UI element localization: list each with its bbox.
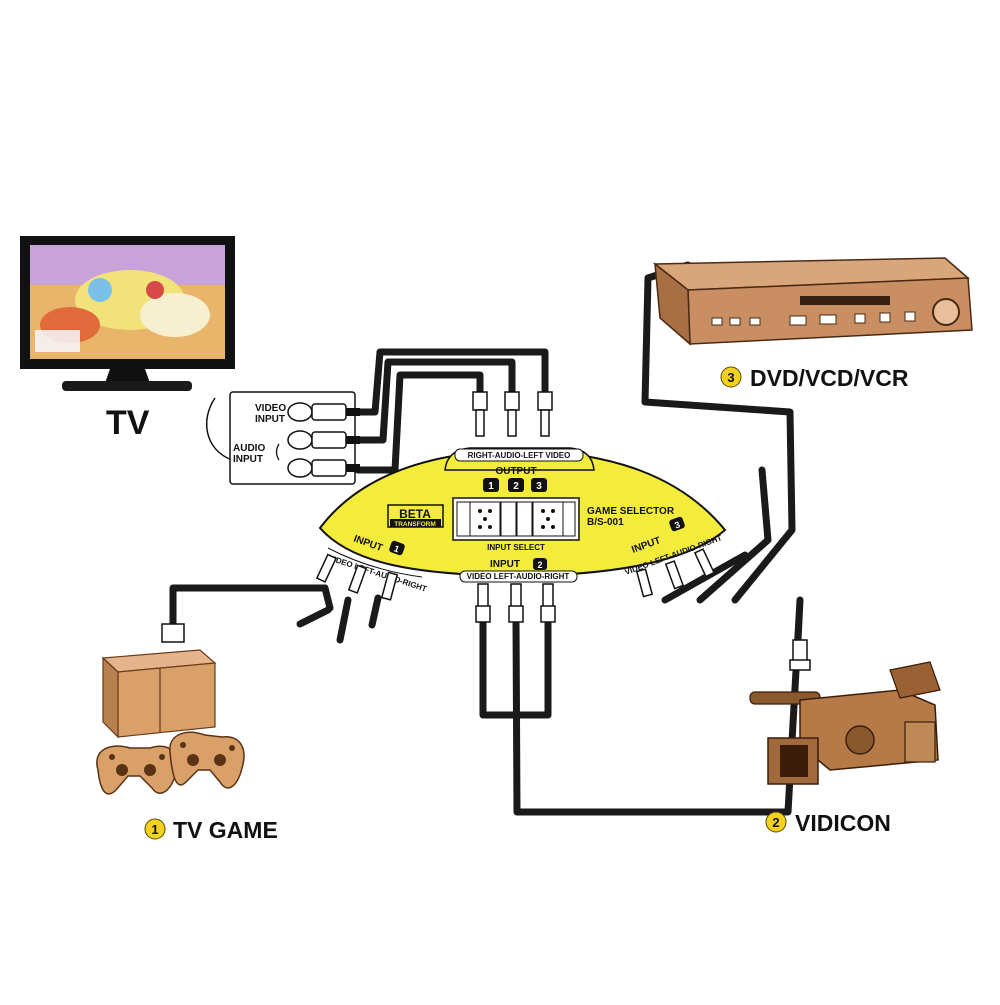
vidicon-camera xyxy=(749,639,941,785)
button-2-label: 2 xyxy=(513,481,519,492)
tv-game-console xyxy=(96,623,245,795)
dvd-label-text: DVD/VCD/VCR xyxy=(750,365,909,391)
tv-device xyxy=(20,236,235,391)
video-input-label-2: INPUT xyxy=(255,414,285,425)
cable-dvd-2 xyxy=(696,466,772,604)
input-3-num: 3 xyxy=(673,519,681,530)
tv-stand xyxy=(105,369,150,383)
output-label: OUTPUT xyxy=(495,466,536,477)
cable-dvd-1 xyxy=(641,261,796,604)
input-2-num: 2 xyxy=(537,560,542,570)
vidicon-number: 2 xyxy=(772,815,779,830)
controller-right xyxy=(169,731,245,789)
input-2-text: INPUT xyxy=(490,559,520,570)
cables xyxy=(169,261,804,816)
video-input-label-1: VIDEO xyxy=(255,403,286,414)
cable-output-right xyxy=(354,348,549,416)
output-ports-label: RIGHT-AUDIO-LEFT VIDEO xyxy=(468,451,571,460)
model-line-1: GAME SELECTOR xyxy=(587,506,675,517)
input-2-label: INPUT 2 VIDEO LEFT-AUDIO-RIGHT xyxy=(459,558,578,583)
vidicon-label: 2 VIDICON xyxy=(765,810,891,836)
input-2-ports: VIDEO LEFT-AUDIO-RIGHT xyxy=(467,572,570,581)
cable-dvd-3 xyxy=(661,551,749,604)
brand-name: BETA xyxy=(399,507,431,521)
audio-input-label-2: INPUT xyxy=(233,454,263,465)
cable-vidicon-3 xyxy=(512,596,804,816)
selector-number-buttons: 1 2 3 xyxy=(483,478,547,492)
tv-label: TV xyxy=(106,404,150,442)
cable-game-4 xyxy=(368,594,382,629)
rca-jack-audio-2 xyxy=(287,458,313,478)
cable-output-left xyxy=(354,358,516,444)
input-2-plugs xyxy=(475,583,556,623)
cable-game-1 xyxy=(169,584,334,629)
audio-input-label-1: AUDIO xyxy=(233,443,265,454)
button-1-label: 1 xyxy=(488,481,494,492)
dvd-device xyxy=(652,257,973,346)
input-1-num: 1 xyxy=(393,543,401,554)
cable-vidicon xyxy=(479,616,519,719)
cable-game-3 xyxy=(336,596,352,644)
vidicon-label-text: VIDICON xyxy=(795,810,891,836)
model-line-2: B/S-001 xyxy=(587,517,624,528)
dvd-number: 3 xyxy=(727,370,734,385)
tv-game-label-text: TV GAME xyxy=(173,817,278,843)
button-3-label: 3 xyxy=(536,481,542,492)
input-1-plugs xyxy=(315,553,399,601)
input-select-switch[interactable] xyxy=(452,497,580,541)
game-selector: RIGHT-AUDIO-LEFT VIDEO OUTPUT 1 2 3 INP xyxy=(315,391,727,623)
cable-game-2 xyxy=(296,606,332,628)
rca-jack-video xyxy=(287,402,313,422)
cable-vidicon-2 xyxy=(513,616,552,719)
output-connectors xyxy=(472,391,553,437)
rca-jack-audio-1 xyxy=(287,430,313,450)
tv-game-number: 1 xyxy=(151,822,158,837)
dvd-label: 3 DVD/VCD/VCR xyxy=(720,365,909,391)
brand-logo: BETA TRANSFORM xyxy=(387,504,444,528)
tv-input-panel: VIDEO INPUT AUDIO INPUT xyxy=(205,391,360,485)
controller-left xyxy=(96,745,179,795)
input-3-plugs xyxy=(635,548,716,598)
brand-sub: TRANSFORM xyxy=(394,521,436,528)
cable-output-video xyxy=(354,371,484,474)
tv-game-label: 1 TV GAME xyxy=(144,817,278,843)
input-select-label: INPUT SELECT xyxy=(487,543,545,552)
